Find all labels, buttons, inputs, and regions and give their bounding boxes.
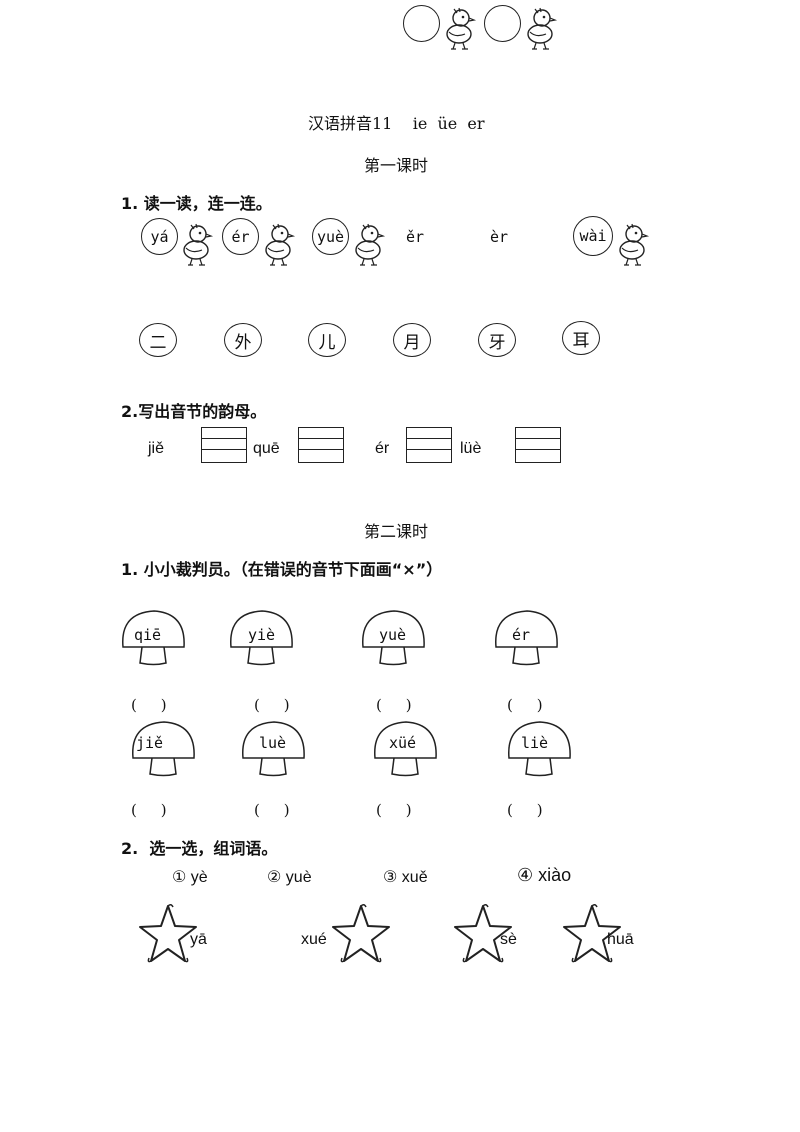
star-icon [563,903,621,963]
answer-parentheses[interactable]: ( ) [507,696,543,714]
writing-box[interactable] [515,427,561,463]
mushroom-syllable: luè [259,734,287,752]
bird-icon [446,7,477,50]
bird-icon [183,223,214,266]
syllable-circle: yuè [312,218,349,255]
blank-circle [484,5,521,42]
character-circle: 儿 [308,323,346,357]
star-icon [454,903,512,963]
mushroom-icon [132,721,195,777]
answer-parentheses[interactable]: ( ) [254,696,290,714]
star-syllable: yā [190,931,207,948]
syllable-text: lüè [460,440,482,457]
character-circle: 二 [139,323,177,357]
option-label: ③ xuě [383,869,428,886]
mushroom-icon [242,721,305,777]
option-label: ④ xiào [517,865,572,885]
lesson-2-label: 第二课时 [364,522,429,541]
syllable-text: quē [253,440,280,457]
syllable-text: ěr [406,228,425,246]
answer-parentheses[interactable]: ( ) [131,801,167,819]
lesson-1-label: 第一课时 [364,156,429,175]
mushroom-syllable: yuè [379,626,407,644]
syllable-circle: wài [573,216,613,256]
star-syllable: sè [500,931,517,948]
syllable-text: jiě [148,440,165,457]
syllable-text: ér [375,440,390,457]
writing-box[interactable] [201,427,247,463]
page-title: 汉语拼音11 ie üe er [308,114,485,133]
mushroom-syllable: yiè [248,626,276,644]
bird-icon [355,223,386,266]
mushroom-icon [230,610,293,666]
mushroom-icon [508,721,571,777]
bird-icon [265,223,296,266]
option-label: ① yè [172,869,208,886]
syllable-text: èr [490,228,509,246]
mushroom-syllable: qiē [134,626,162,644]
mushroom-syllable: ér [512,626,531,644]
character-circle: 月 [393,323,431,357]
star-icon [139,903,197,963]
bird-icon [527,7,558,50]
mushroom-syllable: xüé [389,734,417,752]
bird-icon [619,223,650,266]
mushroom-icon [495,610,558,666]
q2-heading: 2.写出音节的韵母。 [121,402,267,421]
character-circle: 外 [224,323,262,357]
star-icon [332,903,390,963]
mushroom-icon [122,610,185,666]
character-circle: 耳 [562,321,600,355]
blank-circle [403,5,440,42]
option-label: ② yuè [267,869,312,886]
answer-parentheses[interactable]: ( ) [376,801,412,819]
writing-box[interactable] [406,427,452,463]
mushroom-icon [374,721,437,777]
answer-parentheses[interactable]: ( ) [507,801,543,819]
q1-heading: 1. 读一读，连一连。 [121,194,272,213]
q1-heading: 1. 小小裁判员。（在错误的音节下面画“×”） [121,560,443,579]
star-syllable: huā [607,931,634,948]
star-syllable: xué [301,931,327,948]
character-circle: 牙 [478,323,516,357]
writing-box[interactable] [298,427,344,463]
q2-heading: 2. 选一选，组词语。 [121,839,278,858]
answer-parentheses[interactable]: ( ) [376,696,412,714]
mushroom-icon [362,610,425,666]
syllable-circle: ér [222,218,259,255]
mushroom-syllable: liè [521,734,549,752]
answer-parentheses[interactable]: ( ) [131,696,167,714]
syllable-circle: yá [141,218,178,255]
answer-parentheses[interactable]: ( ) [254,801,290,819]
mushroom-syllable: jiě [136,734,164,752]
